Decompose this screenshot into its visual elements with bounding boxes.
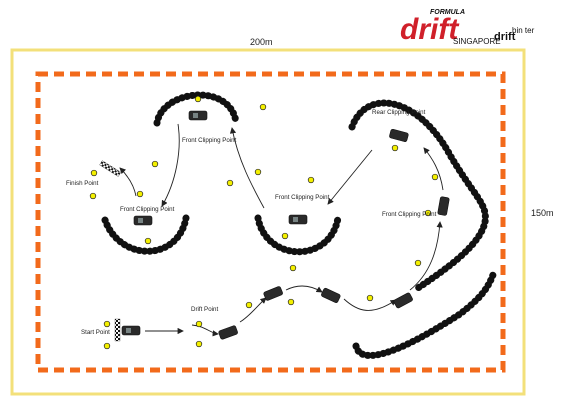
tyre-wall-mid-bottom [254,214,342,256]
path-arrow-left-down [161,123,180,207]
path-arrow-up-right [409,221,443,291]
front-clipping-point-label-3: Front Clipping Point [275,194,330,201]
cone [226,179,234,187]
path-arrow-mid-up [229,127,265,209]
cone [307,176,315,184]
height-dimension-label: 150m [531,208,554,218]
logo-singapore-text: SINGAPORE [453,37,501,46]
cone [414,259,422,267]
cone [194,95,202,103]
tyre-wall-left-bottom [101,214,190,255]
path-arrow-to-finish [119,167,137,197]
cone [195,320,203,328]
tyre-wall-right-bottom [352,268,498,359]
cone [103,342,111,350]
cone [431,173,439,181]
path-arrow-drift [191,324,219,337]
width-dimension-label: 200m [250,37,273,47]
logo-binter-text: bin ter [512,26,535,35]
car-right-straight [437,196,450,216]
car-rear-clip [389,128,409,143]
start-point-label: Start Point [81,329,110,336]
car-chicane-3 [393,292,413,309]
cone [195,340,203,348]
cone [366,294,374,302]
car-chicane-2 [321,287,341,303]
cone [424,209,432,217]
logo-drift-text: drift [400,13,460,46]
cone [144,237,152,245]
car-drift [218,325,238,340]
start-checkered-flag [114,318,121,342]
cone [89,192,97,200]
cone [103,320,111,328]
car-chicane-1 [263,286,283,301]
finish-checkered-flag [99,160,122,177]
safety-dashed-boundary [35,71,506,373]
cone [245,301,253,309]
cone [391,144,399,152]
logo-drift-mark-text: drift [494,31,516,43]
path-arrow-chicane-2 [285,285,323,293]
cone [259,103,267,111]
tyre-wall-top-left [153,91,240,127]
cone [281,232,289,240]
cone [136,190,144,198]
front-clipping-point-label-2: Front Clipping Point [120,206,175,213]
path-arrow-chicane-3 [343,298,397,311]
cone [289,264,297,272]
finish-point-label: Finish Point [66,180,99,187]
formula-drift-logo: FORMULA drift SINGAPORE bin ter drift [400,9,535,46]
path-arrow-diagonal [327,149,373,205]
rear-clipping-point-label: Rear Clipping Point [372,109,426,116]
front-clipping-point-label-1: Front Clipping Point [182,137,237,144]
drift-point-label: Drift Point [191,306,218,313]
path-arrow-to-rear-clip [423,147,444,191]
logo-formula-text: FORMULA [430,9,465,16]
outer-boundary [10,48,526,396]
cone [287,298,295,306]
front-clipping-point-label-4: Front Clipping Point [382,211,437,218]
tyre-wall-right-top [348,99,489,294]
cone [254,168,262,176]
path-arrow-chicane-1 [239,297,267,323]
cone [90,169,98,177]
cone [151,160,159,168]
